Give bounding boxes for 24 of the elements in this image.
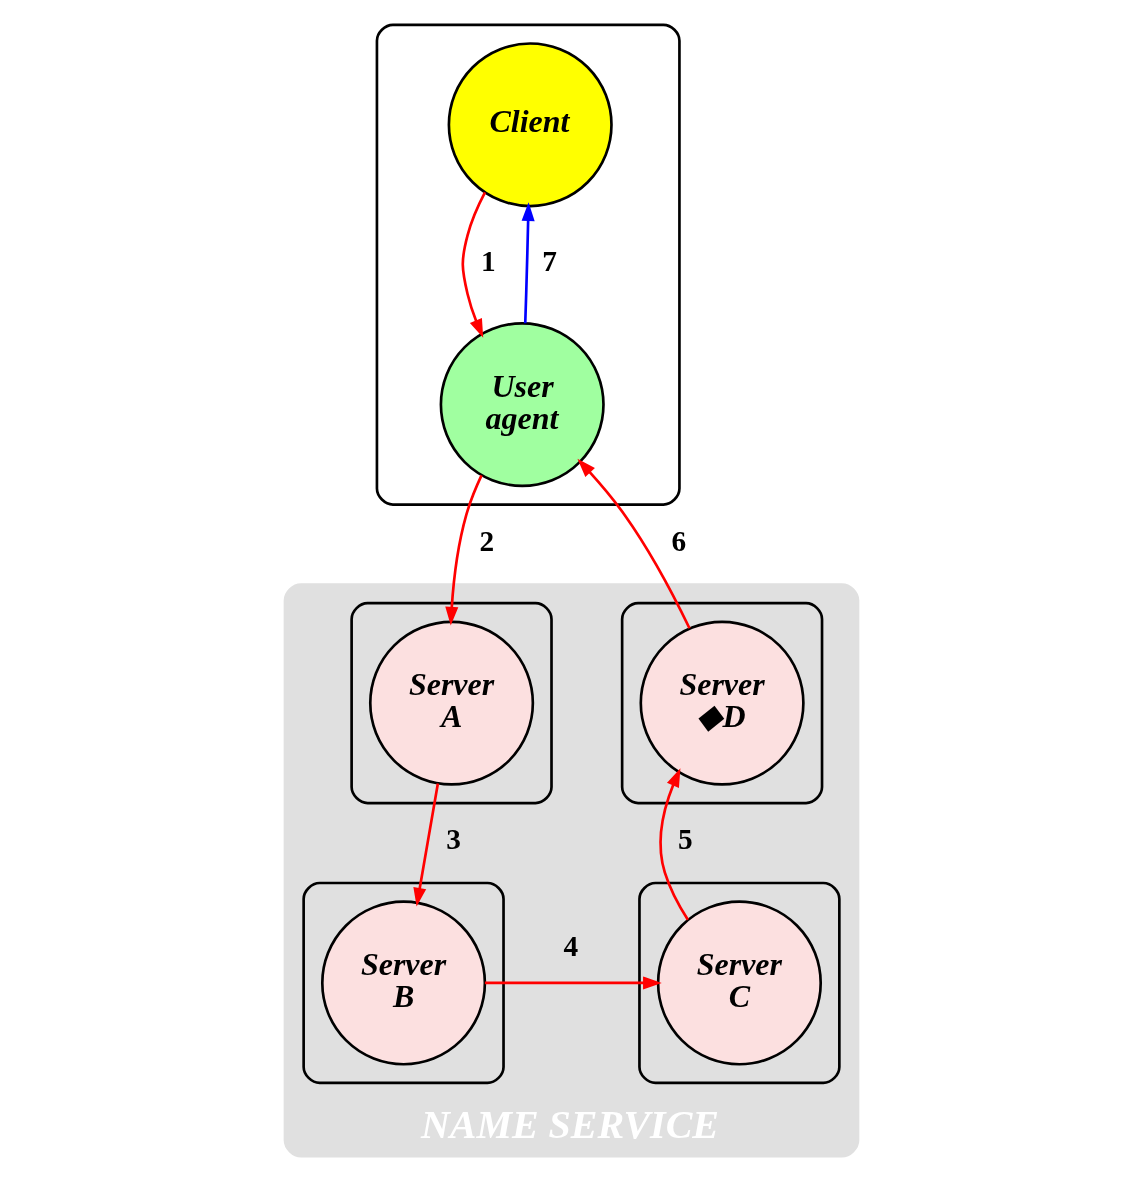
- arrow: [658, 768, 689, 921]
- node-circle: Server C: [656, 900, 822, 1066]
- cluster: [620, 601, 823, 805]
- arrow: [444, 474, 483, 626]
- edge-label: 1: [480, 244, 496, 277]
- node-circle: User agent: [439, 321, 605, 488]
- arrow: [460, 191, 486, 338]
- cluster: [301, 881, 505, 1085]
- cluster: [637, 881, 841, 1085]
- arrow: [521, 202, 535, 324]
- edge-label: 2: [479, 524, 494, 557]
- edge-label: 5: [677, 823, 693, 856]
- arrow: [484, 976, 662, 990]
- node-circle: Server B: [320, 900, 486, 1066]
- cluster: [375, 23, 681, 506]
- edge-label: 3: [445, 823, 461, 856]
- arrow: [576, 458, 691, 629]
- edge-label: 4: [563, 929, 578, 962]
- cluster: [349, 601, 553, 805]
- edge-label: 7: [541, 244, 557, 277]
- node-circle: Client: [447, 42, 613, 208]
- node-circle: Server A: [368, 620, 534, 786]
- arrow: [412, 783, 439, 907]
- edge-label: 6: [670, 524, 686, 557]
